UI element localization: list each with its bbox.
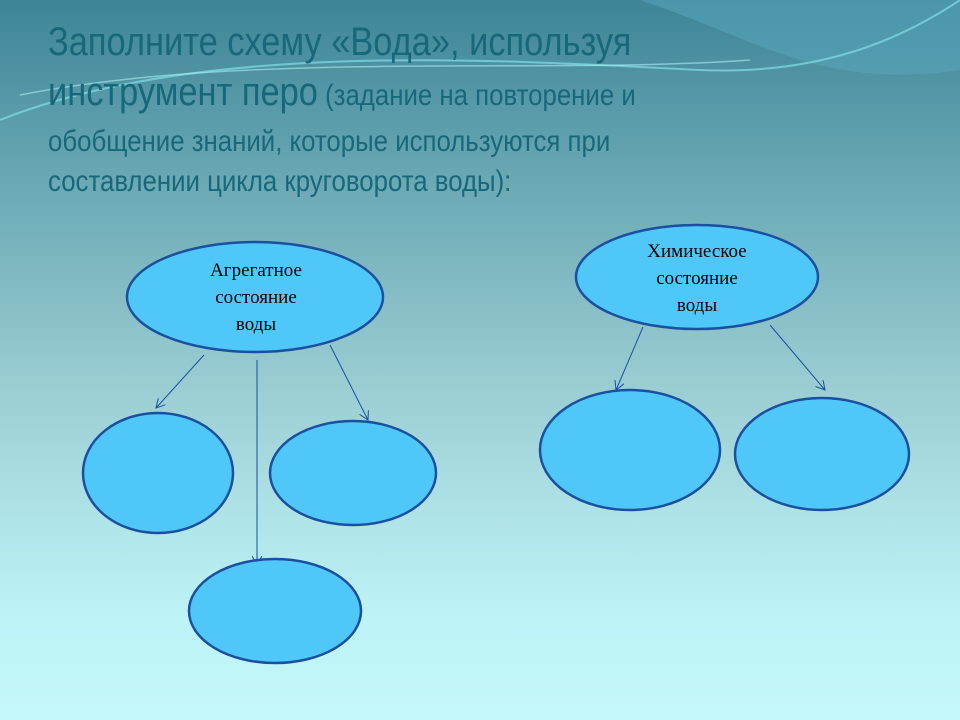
right-root-line: Химическое: [647, 241, 746, 262]
title-line-1: Заполните схему «Вода», используя: [48, 20, 632, 64]
title-line-2-rest: (задание на повторение и: [317, 79, 636, 112]
title-line-2: инструмент перо (задание на повторение и: [48, 66, 636, 122]
empty-node[interactable]: [538, 388, 722, 512]
empty-node[interactable]: [81, 411, 235, 535]
title-line-2-main: инструмент перо: [48, 70, 318, 114]
arrow: [156, 354, 205, 408]
right-root-node: [574, 223, 820, 331]
arrow: [769, 324, 825, 390]
left-root-line: состояние: [215, 287, 297, 308]
slide-title: Заполните схему «Вода», используя инстру…: [48, 18, 636, 202]
right-root-line: состояние: [656, 268, 738, 289]
left-root-node: [125, 240, 385, 354]
left-root-line: воды: [236, 314, 276, 335]
left-root-line: Агрегатное: [210, 260, 302, 281]
right-root-line: воды: [677, 295, 717, 316]
arrow: [616, 326, 644, 390]
title-line-3: обобщение знаний, которые используются п…: [48, 125, 611, 158]
title-line-4: составлении цикла круговорота воды):: [48, 165, 512, 198]
empty-node[interactable]: [733, 396, 911, 512]
arrow: [329, 344, 368, 420]
empty-node[interactable]: [268, 419, 438, 527]
empty-node[interactable]: [187, 557, 363, 665]
